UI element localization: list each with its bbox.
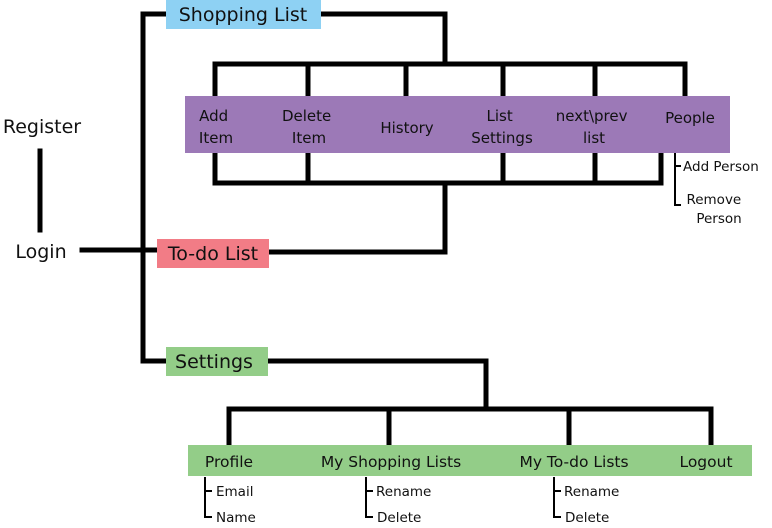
todo-list-box bbox=[157, 239, 269, 268]
shopping-lists-delete: Delete bbox=[377, 510, 421, 526]
login-label: Login bbox=[15, 241, 66, 263]
shopping-actions-connector bbox=[318, 11, 448, 67]
action-add-item: Add Item bbox=[199, 107, 233, 147]
settings-my-shopping-lists: My Shopping Lists bbox=[321, 453, 461, 471]
settings-items-connector bbox=[265, 358, 489, 412]
action-list-settings: List Settings bbox=[471, 107, 533, 147]
register-label: Register bbox=[3, 116, 81, 138]
todo-list-title: To-do List bbox=[167, 243, 258, 265]
settings-profile: Profile bbox=[205, 453, 253, 471]
shopping-list-box bbox=[166, 0, 321, 29]
people-remove-person: Remove Person bbox=[686, 192, 745, 227]
shopping-list-title: Shopping List bbox=[179, 4, 307, 26]
settings-logout: Logout bbox=[679, 453, 732, 471]
action-delete-item: Delete Item bbox=[282, 107, 336, 147]
action-next-prev-list: next\prev list bbox=[556, 107, 633, 147]
profile-name: Name bbox=[216, 510, 256, 526]
todo-lists-delete: Delete bbox=[565, 510, 609, 526]
profile-email: Email bbox=[216, 484, 253, 500]
todo-actions-connector bbox=[266, 180, 448, 255]
connector-lines bbox=[37, 11, 714, 518]
settings-items-bar bbox=[188, 445, 752, 476]
settings-title: Settings bbox=[175, 351, 253, 373]
people-sub-bracket bbox=[674, 130, 681, 206]
action-history: History bbox=[380, 119, 433, 137]
todo-lists-sub-bracket bbox=[553, 477, 561, 518]
shopping-lists-rename: Rename bbox=[376, 484, 431, 500]
action-people: People bbox=[665, 109, 715, 127]
shopping-lists-sub-bracket bbox=[365, 477, 373, 518]
settings-my-todo-lists: My To-do Lists bbox=[519, 453, 628, 471]
todo-lists-rename: Rename bbox=[564, 484, 619, 500]
list-actions-bar bbox=[185, 96, 730, 153]
settings-box bbox=[166, 347, 268, 376]
people-add-person: Add Person bbox=[683, 159, 759, 175]
profile-sub-bracket bbox=[204, 477, 212, 518]
